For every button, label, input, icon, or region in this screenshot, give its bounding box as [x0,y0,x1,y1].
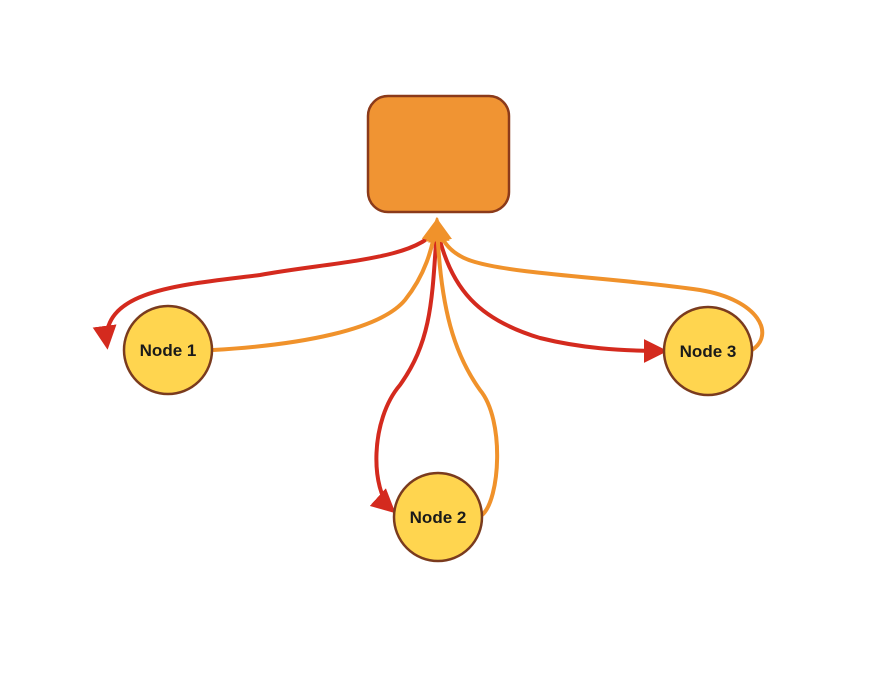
edge-node-2-to-hub [425,217,500,517]
edge-hub-to-node-1 [92,226,439,350]
edge-hub-to-node-2 [369,227,439,514]
edge-node-1-to-hub [212,217,446,352]
node-1[interactable]: Node 1 [122,304,214,396]
node-1-circle [122,304,214,396]
node-3[interactable]: Node 3 [662,305,754,397]
node-1-label: Node 1 [140,341,197,360]
node-3-circle [662,305,754,397]
edge-hub-to-node-3 [435,227,668,363]
node-2[interactable]: Node 2 [392,471,484,563]
node-2-circle [392,471,484,563]
node-3-label: Node 3 [680,342,737,361]
edge-node-3-to-hub [428,217,765,352]
hub-box[interactable] [366,94,511,214]
node-2-label: Node 2 [410,508,467,527]
